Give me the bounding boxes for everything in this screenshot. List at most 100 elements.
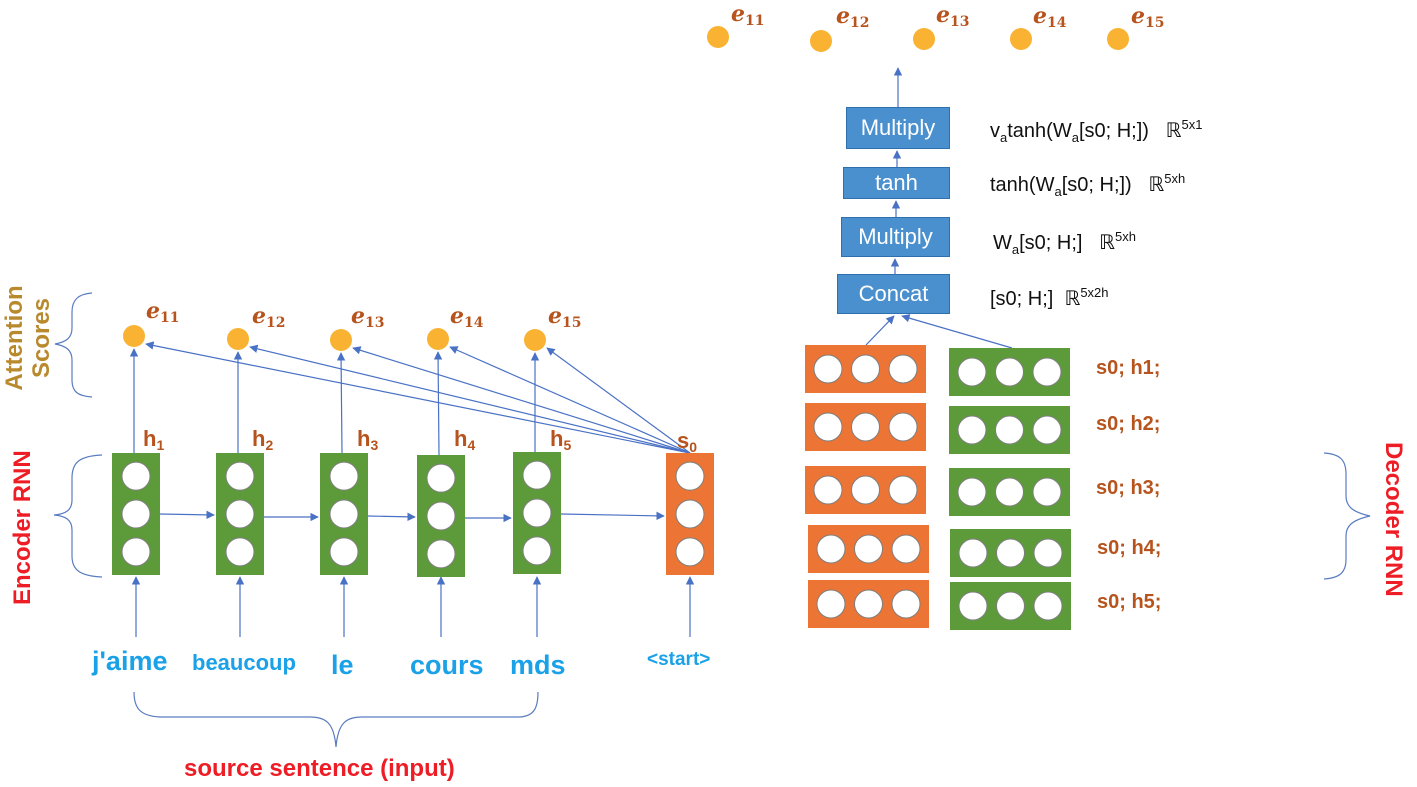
pair-s0-cell-3-unit-2 <box>851 475 880 505</box>
hidden-label-3: h3 <box>357 426 379 453</box>
pair-s0-cell-1 <box>805 345 926 393</box>
pair-arrow-right <box>901 314 1013 349</box>
pair-s0-cell-2-unit-3 <box>888 412 918 442</box>
encoder-cell-2-unit-3 <box>225 537 255 567</box>
multiply-op-box-1: Multiply <box>841 217 950 257</box>
pair-label-5: s0; h5; <box>1097 591 1162 613</box>
top-score-dot-2 <box>810 30 832 52</box>
pair-s0-cell-1-unit-1 <box>813 354 843 384</box>
hidden-label-1: h1 <box>143 426 165 453</box>
score-dot-4 <box>427 328 449 350</box>
top-score-label-5: e15 <box>1131 3 1165 31</box>
pair-h-cell-4-unit-1 <box>958 538 988 568</box>
pair-h-cell-4-unit-2 <box>996 538 1025 568</box>
multiply-op-box-2: Multiply <box>846 107 950 149</box>
pair-h-cell-2-unit-3 <box>1032 415 1062 445</box>
brace-layer <box>53 292 1371 748</box>
encoder-rnn-label: Encoder RNN <box>9 450 36 605</box>
pair-s0-cell-5-unit-3 <box>891 589 921 619</box>
pair-s0-cell-5-unit-1 <box>816 589 846 619</box>
decoder-brace <box>1323 452 1371 580</box>
top-score-label-4: e14 <box>1033 3 1067 31</box>
multiply2-equation: vatanh(Wa[s0; H;]) ℝ5x1 <box>990 117 1203 145</box>
pair-h-cell-1-unit-2 <box>995 357 1024 387</box>
multiply1-equation: Wa[s0; H;] ℝ5xh <box>993 229 1136 257</box>
top-score-label-3: e13 <box>936 2 970 30</box>
top-score-dot-5 <box>1107 28 1129 50</box>
pair-h-cell-2-unit-1 <box>957 415 987 445</box>
pair-h-cell-5-unit-3 <box>1033 591 1063 621</box>
pair-s0-cell-5-unit-2 <box>854 589 883 619</box>
pair-s0-cell-2-unit-1 <box>813 412 843 442</box>
pair-s0-cell-2 <box>805 403 926 451</box>
encoder-cell-4-unit-2 <box>426 501 456 531</box>
score-dot-2 <box>227 328 249 350</box>
encoder-cell-2-unit-2 <box>225 499 255 529</box>
pair-s0-cell-5 <box>808 580 929 628</box>
enc-arrow-1 <box>159 510 215 520</box>
pair-s0-cell-3 <box>805 466 926 514</box>
pair-label-2: s0; h2; <box>1096 413 1161 435</box>
pair-h-cell-5 <box>950 582 1071 630</box>
hidden-label-2: h2 <box>252 426 274 453</box>
hidden-label-5: h5 <box>550 426 572 453</box>
encoder-cell-1-unit-2 <box>121 499 151 529</box>
pair-label-4: s0; h4; <box>1097 537 1162 559</box>
top-score-dot-3 <box>913 28 935 50</box>
hidden-score-arrow-4 <box>433 351 443 456</box>
pair-h-cell-4 <box>950 529 1071 577</box>
hidden-score-arrow-3 <box>336 352 346 454</box>
attention-label-line2: Scores <box>28 297 55 379</box>
s0-score-arrow-3 <box>352 346 691 454</box>
pair-h-cell-3-unit-1 <box>957 477 987 507</box>
s0-score-arrow-1 <box>145 341 691 454</box>
encoder-cell-5-unit-2 <box>522 498 552 528</box>
enc-arrow-5 <box>560 511 665 521</box>
attention-label-line1: Attention <box>1 285 28 391</box>
start-token: <start> <box>647 649 711 670</box>
score-label-1: e11 <box>146 298 180 326</box>
pair-h-cell-5-unit-1 <box>958 591 988 621</box>
encoder-cell-2 <box>216 453 264 575</box>
pair-h-cell-5-unit-2 <box>996 591 1025 621</box>
source-word-4: cours <box>410 650 484 680</box>
pair-s0-cell-4 <box>808 525 929 573</box>
pair-s0-cell-4-unit-1 <box>816 534 846 564</box>
concat-equation: [s0; H;] ℝ5x2h <box>990 285 1109 310</box>
source-word-1: j'aime <box>92 646 168 676</box>
pair-h-cell-3-unit-2 <box>995 477 1024 507</box>
hidden-label-4: h4 <box>454 426 476 453</box>
encoder-cell-1 <box>112 453 160 575</box>
pair-h-cell-1-unit-3 <box>1032 357 1062 387</box>
decoder-cell-s0-unit-3 <box>675 537 705 567</box>
encoder-cell-3 <box>320 453 368 575</box>
score-dot-1 <box>123 325 145 347</box>
encoder-cell-3-unit-1 <box>329 461 359 491</box>
pair-label-1: s0; h1; <box>1096 357 1161 379</box>
encoder-cell-3-unit-3 <box>329 537 359 567</box>
s0-score-arrow-5 <box>546 347 691 454</box>
decoder-cell-s0-unit-1 <box>675 461 705 491</box>
decoder-state-label: s0 <box>677 428 698 455</box>
source-brace <box>133 691 539 748</box>
pair-h-cell-1 <box>949 348 1070 396</box>
tanh-op-box: tanh <box>843 167 950 199</box>
tanh-equation: tanh(Wa[s0; H;]) ℝ5xh <box>990 171 1186 199</box>
encoder-cell-3-unit-2 <box>329 499 359 529</box>
encoder-cell-4-unit-3 <box>426 539 456 569</box>
pair-h-cell-3 <box>949 468 1070 516</box>
source-word-2: beaucoup <box>192 650 296 675</box>
score-label-3: e13 <box>351 303 385 331</box>
shape-layer <box>112 26 1129 630</box>
source-word-3: le <box>331 650 354 680</box>
pair-h-cell-4-unit-3 <box>1033 538 1063 568</box>
pair-s0-cell-4-unit-2 <box>854 534 883 564</box>
encoder-cell-5-unit-3 <box>522 536 552 566</box>
source-sentence-label: source sentence (input) <box>184 755 455 782</box>
top-score-dot-4 <box>1010 28 1032 50</box>
pair-h-cell-1-unit-1 <box>957 357 987 387</box>
top-score-label-1: e11 <box>731 1 765 29</box>
pair-h-cell-3-unit-3 <box>1032 477 1062 507</box>
decoder-cell-s0 <box>666 453 714 575</box>
